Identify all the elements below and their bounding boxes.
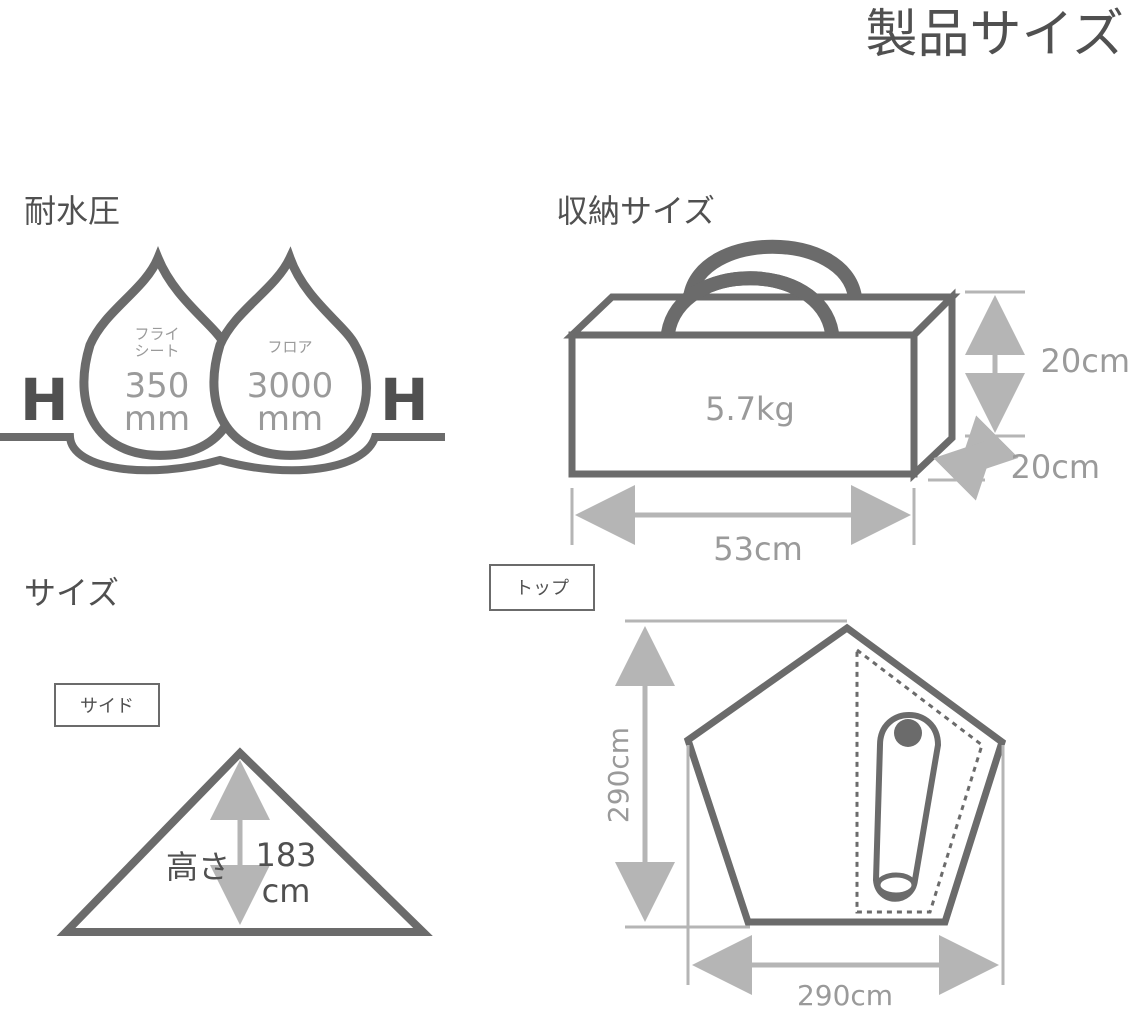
storage-depth-label: 20cm: [1011, 448, 1100, 486]
storage-height-label: 20cm: [1041, 342, 1130, 380]
fly-sheet-label-line2: シート: [134, 342, 179, 360]
right-h-letter: H: [380, 366, 429, 434]
side-tag-box: [54, 683, 160, 727]
storage-dimension-lines: [570, 290, 1025, 545]
side-height-value: 183: [255, 836, 316, 874]
floor-unit: mm: [257, 399, 323, 439]
side-height-unit: cm: [262, 872, 311, 910]
water-drops-icon: [0, 246, 445, 475]
page-title: 製品サイズ: [866, 5, 1124, 65]
water-resistance-heading: 耐水圧: [24, 192, 120, 230]
sleeping-bag-icon: [872, 712, 942, 902]
side-height-label: 高さ: [166, 848, 230, 886]
floor-label: フロア: [267, 338, 312, 356]
storage-weight: 5.7kg: [705, 390, 795, 428]
top-dimension-lines: [615, 619, 1005, 995]
tent-top-pentagon: [683, 623, 1007, 926]
storage-bag-icon: [563, 239, 961, 483]
left-h-letter: H: [20, 366, 69, 434]
fly-sheet-value: 350: [125, 366, 190, 406]
tent-side-triangle: [56, 747, 433, 936]
fly-sheet-label-line1: フライ: [134, 325, 179, 343]
top-tag-label: トップ: [515, 578, 569, 599]
top-vertical-dimension-label: 290cm: [602, 727, 635, 823]
size-heading: サイズ: [24, 574, 119, 612]
storage-width-label: 53cm: [713, 530, 802, 568]
side-tag-label: サイド: [80, 696, 134, 717]
floor-value: 3000: [247, 366, 334, 406]
storage-heading: 収納サイズ: [556, 192, 715, 230]
top-tag-box: [489, 564, 595, 611]
fly-sheet-unit: mm: [124, 399, 190, 439]
top-horizontal-dimension-label: 290cm: [797, 979, 893, 1012]
